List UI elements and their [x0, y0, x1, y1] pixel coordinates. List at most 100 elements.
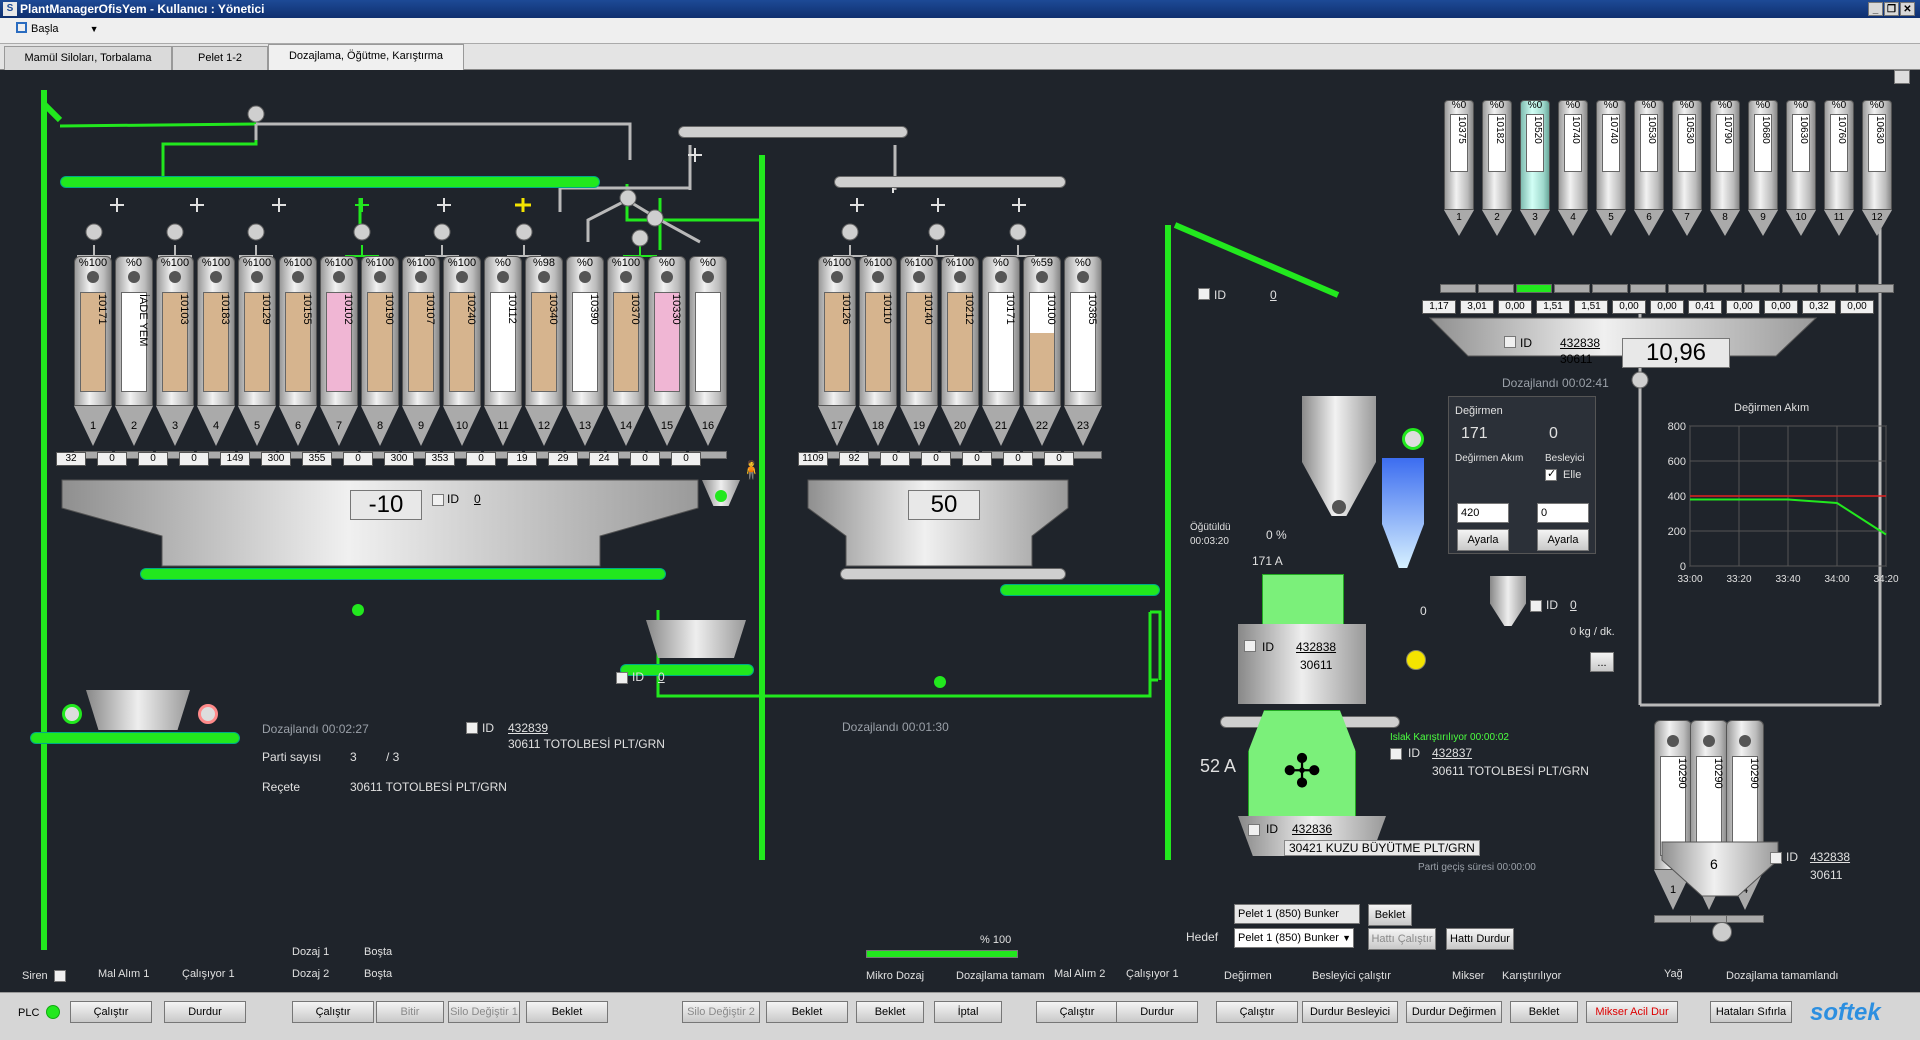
mixer-out-checkbox[interactable]: [1248, 824, 1260, 836]
transition-time: Parti geçiş süresi 00:00:00: [1418, 862, 1536, 873]
set-current-input[interactable]: 420: [1457, 503, 1509, 523]
mill-top-id-label: ID: [1214, 288, 1226, 302]
mill-stop-button[interactable]: Durdur Değirmen: [1406, 1001, 1502, 1023]
micro-id-checkbox[interactable]: [1504, 336, 1516, 348]
silo-material-code: 10171: [96, 294, 108, 325]
micro-silo-cone: [1444, 210, 1474, 236]
apply-feeder-button[interactable]: Ayarla: [1537, 529, 1589, 551]
silo-cone: [238, 406, 276, 446]
mill-start-button[interactable]: Çalıştır: [1216, 1001, 1298, 1023]
dozaj1-wait-button[interactable]: Beklet: [526, 1001, 608, 1023]
mikro-cancel-button[interactable]: İptal: [934, 1001, 1002, 1023]
target-select[interactable]: Pelet 1 (850) Bunker▼: [1234, 928, 1354, 948]
small-id-checkbox[interactable]: [1770, 852, 1782, 864]
silo-number: 18: [871, 420, 885, 432]
close-icon[interactable]: ✕: [1900, 2, 1915, 16]
small-id[interactable]: 432838: [1810, 850, 1851, 864]
micro-id[interactable]: 432838: [1560, 336, 1601, 350]
silo-percent: %100: [945, 257, 975, 269]
silo-window: [1696, 756, 1722, 856]
manual-checkbox[interactable]: ✓: [1545, 468, 1557, 481]
mixer-out-id[interactable]: 432836: [1292, 822, 1333, 836]
running-indicator-2: [934, 676, 946, 688]
minimize-icon[interactable]: _: [1868, 2, 1883, 16]
oil-id-checkbox[interactable]: [1530, 600, 1542, 612]
id-value: 0: [474, 492, 481, 506]
malalim1-stop-button[interactable]: Durdur: [164, 1001, 246, 1023]
id-checkbox-dosing1[interactable]: [432, 494, 444, 506]
restore-icon[interactable]: ❐: [1884, 2, 1899, 16]
micro-silo-code: 10790: [1722, 116, 1733, 144]
dozaj2-wait-button[interactable]: Beklet: [766, 1001, 848, 1023]
reset-errors-button[interactable]: Hataları Sıfırla: [1710, 1001, 1792, 1023]
mixer-wait-button[interactable]: Beklet: [1510, 1001, 1578, 1023]
mixer-emergency-stop-button[interactable]: Mikser Acil Dur: [1586, 1001, 1678, 1023]
silo-material-code: 10102: [342, 294, 354, 325]
silo-cone: [648, 406, 686, 446]
silo-cone: [566, 406, 604, 446]
malalim2-start-button[interactable]: Çalıştır: [1036, 1001, 1118, 1023]
order-checkbox[interactable]: [466, 722, 478, 734]
silo-material-code: 10370: [629, 294, 641, 325]
silo-level-sensor: [292, 271, 304, 283]
chart-ytick: 200: [1668, 526, 1686, 538]
silo-window: [1070, 292, 1096, 392]
mill-id[interactable]: 432838: [1296, 640, 1337, 654]
silo-number: 9: [417, 420, 425, 432]
id-checkbox-dosing1-2[interactable]: [616, 672, 628, 684]
set-feeder-input[interactable]: 0: [1537, 503, 1589, 523]
running-indicator: [352, 604, 364, 616]
micro-silo-number: 4: [1570, 212, 1576, 223]
panel-toggle-icon[interactable]: [1894, 70, 1910, 84]
mixer-id[interactable]: 432837: [1432, 746, 1473, 760]
yag-label: Yağ: [1664, 968, 1683, 980]
dosed-value: 3,01: [1460, 300, 1494, 314]
silo-window: [865, 292, 891, 392]
mill-top-id-checkbox[interactable]: [1198, 288, 1210, 300]
order-id[interactable]: 432839: [508, 721, 549, 735]
mill-top-id: 0: [1270, 288, 1277, 302]
micro-silo-gate: [1744, 284, 1780, 293]
mikro-wait-button[interactable]: Beklet: [856, 1001, 924, 1023]
line-start-button[interactable]: Hattı Çalıştır: [1368, 928, 1436, 950]
apply-current-button[interactable]: Ayarla: [1457, 529, 1509, 551]
start-menu[interactable]: Başla ▼: [16, 22, 99, 35]
dozaj-start-button[interactable]: Çalıştır: [292, 1001, 374, 1023]
mill-id-checkbox[interactable]: [1244, 640, 1256, 652]
dosed-value: 0,00: [1612, 300, 1646, 314]
dosed-value: 0: [630, 452, 660, 466]
mixer-id-checkbox[interactable]: [1390, 748, 1402, 760]
silo-cone: [156, 406, 194, 446]
malalim1-start-button[interactable]: Çalıştır: [70, 1001, 152, 1023]
silo-level-sensor: [251, 271, 263, 283]
silo-change1-button[interactable]: Silo Değiştir 1: [448, 1001, 520, 1023]
malalim2-stop-button[interactable]: Durdur: [1116, 1001, 1198, 1023]
tab-dozajlama[interactable]: Dozajlama, Öğütme, Karıştırma: [268, 44, 464, 70]
dosed-value: 149: [220, 452, 250, 466]
bunker-wait-button[interactable]: Beklet: [1368, 904, 1412, 926]
tab-pelet[interactable]: Pelet 1-2: [172, 46, 268, 70]
tab-mamul[interactable]: Mamül Siloları, Torbalama: [4, 46, 172, 70]
chart-series-line: [1690, 498, 1887, 536]
silo-percent: %100: [406, 257, 436, 269]
manual-label: Elle: [1563, 469, 1582, 481]
silo-change2-button[interactable]: Silo Değiştir 2: [682, 1001, 760, 1023]
oil-settings-button[interactable]: ...: [1590, 652, 1614, 672]
conveyor-dosing1-bottom: [140, 568, 666, 580]
silo-percent: %0: [700, 257, 716, 269]
silo-level-sensor: [1667, 735, 1679, 747]
target-label: Hedef: [1186, 930, 1219, 944]
dosed-value: 0: [1044, 452, 1074, 466]
siren-checkbox[interactable]: [54, 970, 66, 982]
feeder-stop-button[interactable]: Durdur Besleyici: [1302, 1001, 1398, 1023]
line-stop-button[interactable]: Hattı Durdur: [1446, 928, 1514, 950]
dozaj-finish-button[interactable]: Bitir: [376, 1001, 444, 1023]
